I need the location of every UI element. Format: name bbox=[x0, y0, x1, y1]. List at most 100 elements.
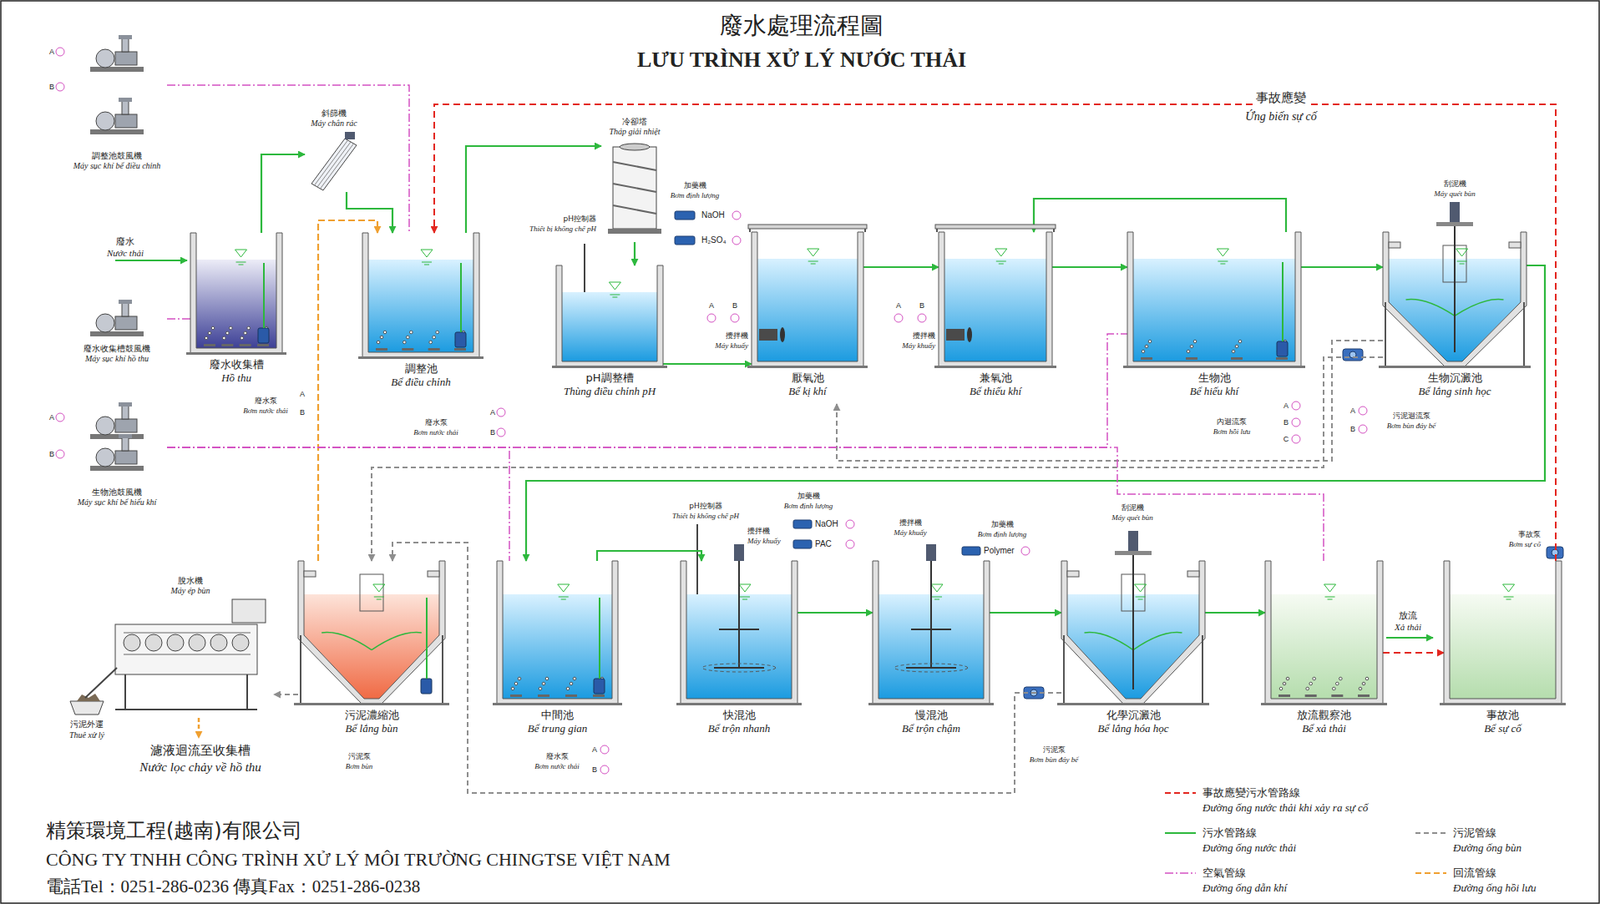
node-caption: 生物池鼓風機Máy sục khí bể hiếu khí bbox=[66, 487, 168, 508]
dosing-pumps bbox=[674, 211, 981, 556]
node-caption: 斜篩機Máy chắn rác bbox=[304, 108, 364, 129]
node-name-zh: 斜篩機 bbox=[321, 108, 347, 119]
annotation-label: Bơm nước thải bbox=[413, 428, 459, 437]
tank-drawing bbox=[190, 232, 283, 355]
annotation-label: Bơm nước thải bbox=[243, 406, 289, 416]
annotation-label: Thiết bị khống chế pH bbox=[529, 224, 597, 233]
annotation-label: 廢水泵 bbox=[425, 418, 448, 427]
indicator-circle bbox=[1291, 418, 1301, 427]
indicator-circle bbox=[55, 82, 65, 92]
annotation-label: PAC bbox=[815, 539, 832, 550]
node-name-zh: 厭氧池 bbox=[791, 371, 825, 385]
annotation-label: Máy khuấy bbox=[901, 341, 936, 350]
node-caption: 污泥濃縮池Bể lắng bùn bbox=[298, 708, 446, 735]
annotation-label: Bơm nước thải bbox=[534, 762, 580, 771]
node-name-vi: Bể xả thải bbox=[1301, 722, 1347, 736]
node-caption: 放流觀察池Bể xả thải bbox=[1265, 708, 1383, 735]
tank-drawing bbox=[872, 561, 990, 705]
indicator-circle bbox=[496, 428, 506, 437]
tank-drawing bbox=[496, 561, 618, 705]
edge-label: 事故應變 bbox=[1252, 91, 1310, 106]
equipment-node: 生物池鼓風機Máy sục khí bể hiếu khí bbox=[66, 400, 168, 508]
callout-letter: C bbox=[1283, 435, 1290, 444]
annotation-label: 放流 bbox=[1398, 611, 1418, 623]
annotation-label: pH控制器 bbox=[563, 214, 597, 223]
sludge-pipe bbox=[273, 693, 299, 696]
indicator-circle bbox=[55, 413, 65, 422]
water-pipe bbox=[989, 612, 1062, 614]
legend-text: Đường ống nước thải bbox=[1202, 842, 1297, 856]
node-caption: 生物池Bể hiếu khí bbox=[1127, 371, 1302, 398]
node-name-zh: 慢混池 bbox=[915, 708, 948, 723]
water-pipe bbox=[797, 612, 873, 614]
callout-letter: B bbox=[1283, 418, 1289, 427]
air-pipe bbox=[167, 447, 1324, 562]
sludge-pipe bbox=[371, 357, 1383, 562]
annotation-label: Nước thải bbox=[106, 248, 144, 259]
annotation-label: NaOH bbox=[815, 519, 839, 530]
node-name-vi: Bể thiếu khí bbox=[969, 384, 1022, 399]
callout-letter: B bbox=[490, 428, 496, 437]
legend-text: Đường ống nước thải khi xảy ra sự cố bbox=[1202, 802, 1368, 816]
annotation-label: Xả thải bbox=[1394, 622, 1422, 633]
annotation-label: 加藥機 bbox=[797, 491, 821, 501]
callout-letter: B bbox=[299, 408, 305, 417]
equipment-icon bbox=[66, 400, 168, 483]
tank-node: 中間池Bể trung gian bbox=[496, 561, 618, 742]
node-caption: 化學沉澱池Bể lắng hóa học bbox=[1061, 708, 1206, 735]
node-caption: 生物沉澱池Bể lắng sinh học bbox=[1382, 371, 1527, 398]
equipment-icon bbox=[601, 140, 669, 241]
tank-drawing bbox=[680, 561, 798, 705]
tank-drawing bbox=[1382, 232, 1527, 368]
annotation-label: Máy quét bùn bbox=[1433, 189, 1476, 198]
equipment-icon bbox=[66, 33, 168, 147]
annotation-label: 廢水 bbox=[116, 237, 135, 249]
callout-letter: B bbox=[49, 450, 55, 459]
water-pipe bbox=[1052, 266, 1128, 269]
annotation-label: Bơm bùn đáy bể bbox=[1029, 755, 1079, 765]
tank-node: 化學沉澱池Bể lắng hóa học bbox=[1061, 561, 1206, 742]
annotation-label: Bơm định lượng bbox=[977, 530, 1028, 539]
node-name-zh: 冷卻塔 bbox=[622, 116, 648, 127]
node-name-vi: Máy ép bùn bbox=[170, 586, 210, 597]
node-name-zh: 生物池鼓風機 bbox=[91, 487, 142, 498]
equipment-icon bbox=[106, 599, 274, 713]
indicator-circle bbox=[845, 540, 855, 549]
annotation-label: 攪拌機 bbox=[912, 331, 936, 340]
tank-node: 污泥濃縮池Bể lắng bùn bbox=[298, 561, 446, 742]
annotation-label: Máy khuấy bbox=[893, 528, 927, 537]
legend-text: 回流管線 bbox=[1453, 867, 1497, 881]
node-name-vi: Bể điều chỉnh bbox=[390, 375, 451, 390]
callout-letter: A bbox=[1350, 406, 1356, 416]
node-name-vi: Bể sự cố bbox=[1483, 722, 1522, 736]
node-name-zh: 廢水收集槽鼓風機 bbox=[83, 344, 151, 355]
node-name-zh: 調整池鼓風機 bbox=[91, 151, 142, 162]
node-name-zh: pH調整槽 bbox=[585, 371, 633, 385]
annotation-label: 污泥迴流泵 bbox=[1392, 411, 1431, 421]
annotation-label: Nước lọc chảy về hồ thu bbox=[139, 760, 262, 775]
node-name-vi: Bể trung gian bbox=[527, 722, 588, 736]
node-name-zh: 化學沉澱池 bbox=[1106, 708, 1161, 723]
annotation-label: Ứng biến sự cố bbox=[1242, 110, 1319, 124]
tank-drawing bbox=[1265, 561, 1383, 705]
indicator-circle bbox=[1358, 425, 1368, 434]
node-caption: 快混池Bể trộn nhanh bbox=[680, 708, 798, 735]
node-name-vi: Máy sục khí bể điều chỉnh bbox=[73, 161, 162, 172]
indicator-circle bbox=[1291, 401, 1301, 411]
annotation-label: 攪拌機 bbox=[747, 526, 770, 536]
equipment-node: 調整池鼓風機Máy sục khí bể điều chỉnh bbox=[66, 33, 168, 172]
node-caption: pH調整槽Thùng điều chỉnh pH bbox=[556, 371, 664, 398]
equipment-icon bbox=[304, 131, 364, 191]
node-name-vi: Hồ thu bbox=[221, 371, 252, 385]
tank-node: 兼氧池Bể thiếu khí bbox=[938, 232, 1053, 405]
water-pipe bbox=[597, 551, 702, 562]
equipment-node: 脫水機Máy ép bùn bbox=[106, 576, 274, 714]
node-name-zh: 快混池 bbox=[723, 708, 756, 723]
annotation-label: 內迴流泵 bbox=[1216, 417, 1247, 426]
node-name-vi: Máy sục khí bể hiếu khí bbox=[77, 497, 157, 508]
tank-drawing bbox=[1061, 561, 1206, 705]
water-pipe bbox=[261, 154, 305, 233]
annotation-label: 加藥機 bbox=[683, 181, 707, 190]
